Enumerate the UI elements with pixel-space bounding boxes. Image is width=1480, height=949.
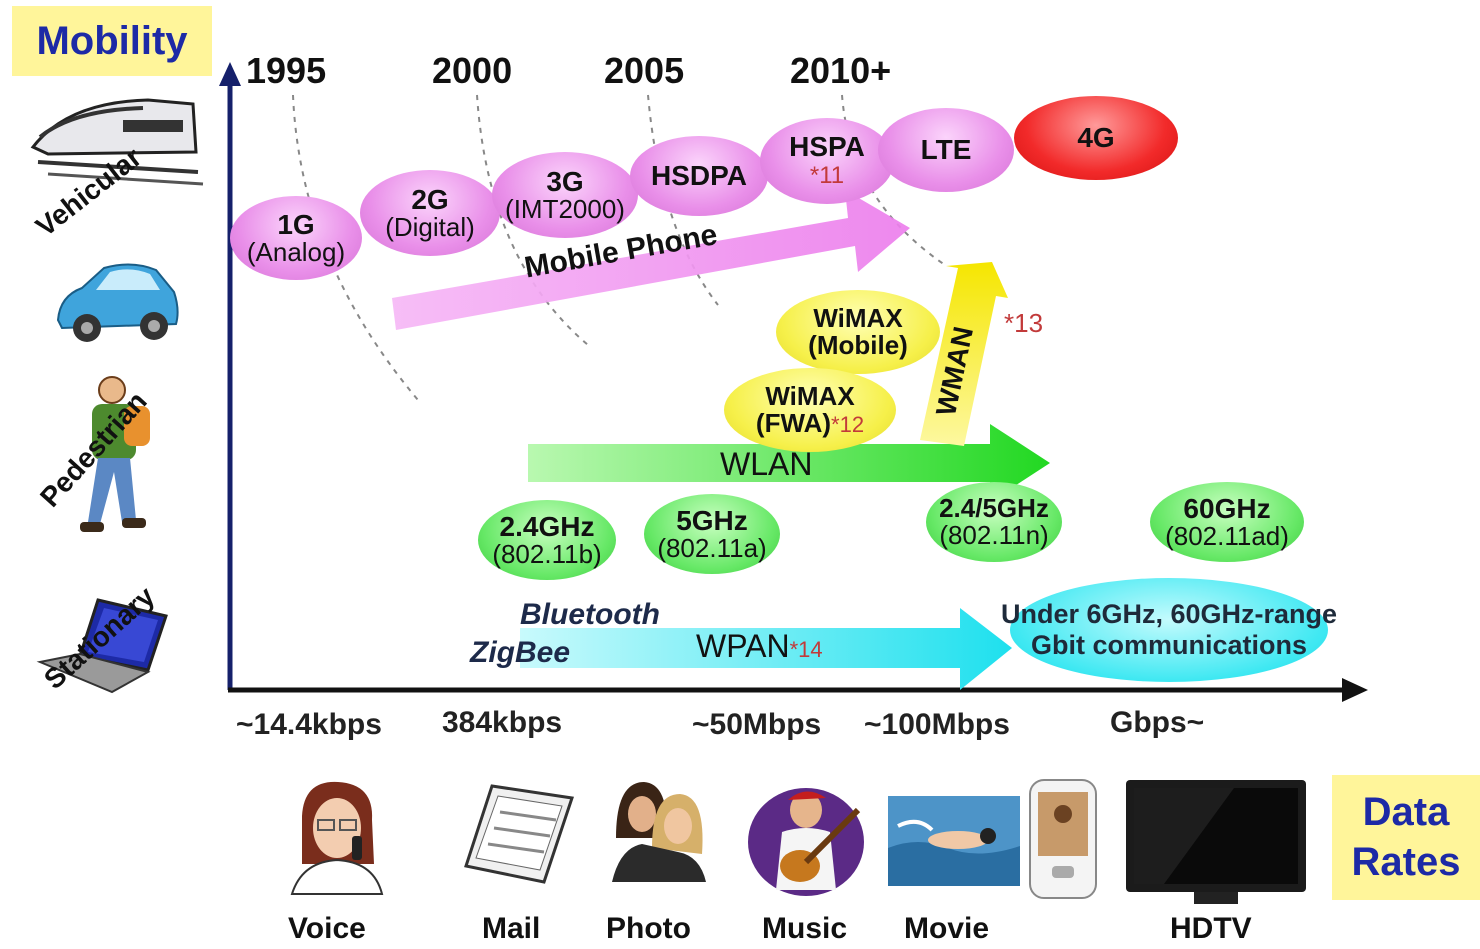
x-axis-arrowhead bbox=[1342, 678, 1368, 702]
year-2010: 2010+ bbox=[790, 50, 892, 91]
cellular-2g-label: 2G bbox=[411, 183, 449, 215]
wlan-5ghz: 5GHz (802.11a) bbox=[644, 494, 780, 574]
mobile-device-icon bbox=[1029, 779, 1097, 899]
cellular-hspa-label: HSPA bbox=[789, 131, 865, 163]
app-voice: Voice bbox=[288, 912, 366, 945]
year-2005: 2005 bbox=[604, 50, 685, 91]
x-axis-label-line1: Data bbox=[1362, 790, 1450, 834]
cellular-1g: 1G (Analog) bbox=[230, 196, 362, 280]
wlan-60ghz: 60GHz (802.11ad) bbox=[1150, 482, 1304, 562]
cellular-4g: 4G bbox=[1014, 96, 1178, 180]
cellular-3g: 3G (IMT2000) bbox=[492, 152, 638, 238]
gbit-line2: Gbit communications bbox=[1030, 630, 1308, 660]
app-photo: Photo bbox=[606, 912, 691, 945]
year-1995: 1995 bbox=[246, 50, 327, 91]
cellular-hspa: HSPA *11 bbox=[760, 118, 894, 204]
wlan-245ghz-label: 2.4/5GHz bbox=[939, 492, 1049, 523]
wlan-245ghz: 2.4/5GHz (802.11n) bbox=[926, 482, 1062, 562]
cellular-hsdpa-label: HSDPA bbox=[651, 160, 747, 192]
wimax-fwa-note: *12 bbox=[831, 412, 865, 437]
tv-icon bbox=[1126, 780, 1306, 904]
app-music: Music bbox=[762, 912, 848, 945]
cellular-hsdpa: HSDPA bbox=[630, 136, 768, 216]
wlan-label: WLAN bbox=[720, 446, 813, 482]
bluetooth-label: Bluetooth bbox=[520, 598, 660, 631]
wlan-5ghz-label: 5GHz bbox=[676, 504, 748, 536]
wlan-arrow bbox=[528, 424, 1050, 502]
car-icon bbox=[56, 263, 179, 342]
wimax-fwa-line1: WiMAX bbox=[765, 380, 855, 411]
mobile-phone-arrow bbox=[392, 190, 910, 330]
wlan-245ghz-sub: (802.11n) bbox=[939, 520, 1049, 550]
app-hdtv: HDTV bbox=[1170, 912, 1252, 945]
cellular-2g-sub: (Digital) bbox=[385, 212, 475, 243]
y-axis-label: Mobility bbox=[12, 6, 212, 76]
wimax-fwa: WiMAX (FWA)*12 bbox=[724, 368, 896, 452]
cellular-2g: 2G (Digital) bbox=[360, 170, 500, 256]
wlan-60ghz-label: 60GHz bbox=[1183, 492, 1271, 524]
app-movie: Movie bbox=[904, 912, 990, 945]
app-mail: Mail bbox=[482, 912, 541, 945]
wpan-label-wrap: WPAN*14 bbox=[696, 628, 823, 665]
x-axis-label: Data Rates bbox=[1332, 775, 1480, 900]
laptop-icon bbox=[36, 598, 168, 694]
cellular-3g-sub: (IMT2000) bbox=[505, 194, 625, 225]
wlan-5ghz-sub: (802.11a) bbox=[657, 533, 767, 564]
phone-user-icon bbox=[290, 781, 384, 895]
gbit-oval: Under 6GHz, 60GHz-range Gbit communicati… bbox=[1001, 578, 1337, 682]
people-icon bbox=[612, 782, 706, 882]
rate-100mbps: ~100Mbps bbox=[864, 708, 1010, 741]
wpan-note: *14 bbox=[789, 637, 823, 662]
train-icon bbox=[30, 98, 204, 186]
y-axis-arrowhead bbox=[219, 62, 241, 86]
wlan-24ghz-sub: (802.11b) bbox=[492, 539, 602, 570]
era-line-1995 bbox=[292, 94, 419, 401]
era-line-2005 bbox=[647, 94, 719, 306]
wlan-24ghz: 2.4GHz (802.11b) bbox=[478, 500, 616, 580]
cellular-3g-label: 3G bbox=[546, 165, 584, 197]
cellular-lte: LTE bbox=[878, 108, 1014, 192]
cellular-lte-label: LTE bbox=[920, 134, 972, 166]
gbit-line1: Under 6GHz, 60GHz-range bbox=[1000, 599, 1338, 629]
cellular-1g-sub: (Analog) bbox=[246, 237, 346, 268]
year-2000: 2000 bbox=[432, 50, 513, 91]
wimax-mobile-line1: WiMAX bbox=[813, 302, 903, 333]
x-axis-label-line2: Rates bbox=[1351, 840, 1461, 884]
cellular-4g-label: 4G bbox=[1077, 122, 1115, 154]
wimax-mobile: WiMAX (Mobile) bbox=[776, 290, 940, 374]
rate-14kbps: ~14.4kbps bbox=[236, 708, 382, 741]
swimmer-icon bbox=[888, 796, 1020, 886]
cellular-1g-label: 1G bbox=[277, 208, 315, 240]
wpan-arrow bbox=[520, 608, 1012, 690]
wlan-60ghz-sub: (802.11ad) bbox=[1165, 521, 1289, 552]
wlan-24ghz-label: 2.4GHz bbox=[499, 510, 595, 542]
rate-384kbps: 384kbps bbox=[442, 706, 563, 739]
wpan-label: WPAN bbox=[696, 628, 790, 664]
guitarist-icon bbox=[748, 788, 864, 896]
wman-note: *13 bbox=[1004, 308, 1044, 338]
zigbee-label: ZigBee bbox=[470, 636, 571, 669]
pda-icon bbox=[464, 784, 574, 884]
hiker-icon bbox=[80, 376, 150, 532]
wman-arrow bbox=[920, 262, 1008, 446]
cellular-hspa-note: *11 bbox=[809, 161, 845, 189]
rate-50mbps: ~50Mbps bbox=[692, 708, 822, 741]
wimax-fwa-line2: (FWA) bbox=[755, 408, 832, 438]
wimax-mobile-line2: (Mobile) bbox=[808, 330, 908, 360]
rate-gbps: Gbps~ bbox=[1110, 706, 1205, 739]
